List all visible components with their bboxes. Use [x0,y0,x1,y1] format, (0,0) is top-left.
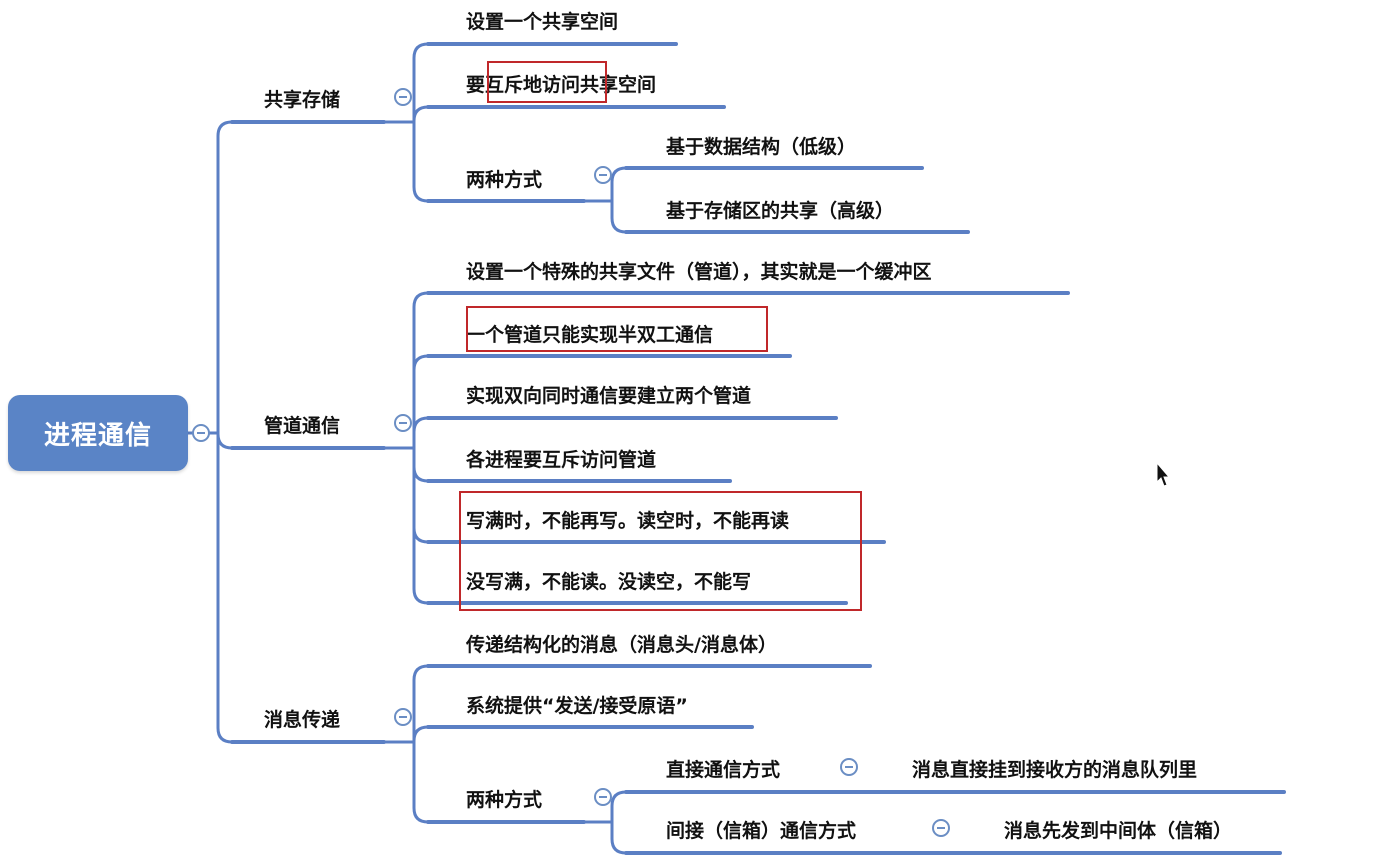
connector-line [412,42,430,124]
leaf-node[interactable]: 基于存储区的共享（高级） [666,200,895,222]
branch-message[interactable]: 消息传递 [264,709,341,731]
leaf-node[interactable]: 消息先发到中间体（信箱） [1004,820,1233,842]
branch-shared-storage[interactable]: 共享存储 [264,89,341,111]
leaf-node[interactable]: 没写满，不能读。没读空，不能写 [466,571,752,593]
leaf-node[interactable]: 设置一个共享空间 [466,11,619,33]
leaf-node[interactable]: 消息直接挂到接收方的消息队列里 [912,759,1198,781]
connector-line [412,416,430,450]
collapse-toggle-icon[interactable] [932,819,950,837]
highlight-box [487,61,607,103]
collapse-toggle-icon[interactable] [394,88,412,106]
collapse-toggle-icon[interactable] [192,424,210,442]
sub-branch-methods[interactable]: 两种方式 [466,169,543,191]
connector-line [610,199,628,234]
branch-pipe[interactable]: 管道通信 [264,415,341,437]
root-node[interactable]: 进程通信 [8,395,188,471]
leaf-node[interactable]: 实现双向同时通信要建立两个管道 [466,385,752,407]
leaf-node[interactable]: 设置一个特殊的共享文件（管道），其实就是一个缓冲区 [466,261,932,283]
connector-line [216,431,234,450]
leaf-node[interactable]: 传递结构化的消息（消息头/消息体） [466,634,777,656]
connector-line [610,820,628,855]
highlight-box [459,491,862,611]
collapse-toggle-icon[interactable] [594,166,612,184]
connector-line [216,120,234,435]
sub-branch-direct[interactable]: 直接通信方式 [666,759,781,781]
collapse-toggle-icon[interactable] [394,414,412,432]
connector-line [412,740,430,824]
connector-line [412,120,430,203]
leaf-node[interactable]: 写满时，不能再写。读空时，不能再读 [466,510,790,532]
sub-branch-indirect[interactable]: 间接（信箱）通信方式 [666,820,857,842]
connector-line [412,725,430,744]
collapse-toggle-icon[interactable] [394,708,412,726]
highlight-box [466,306,768,352]
connector-line [610,166,628,203]
connector-line [412,291,430,450]
collapse-toggle-icon[interactable] [840,758,858,776]
sub-branch-methods[interactable]: 两种方式 [466,789,543,811]
leaf-node[interactable]: 一个管道只能实现半双工通信 [466,324,714,346]
collapse-toggle-icon[interactable] [594,788,612,806]
connector-line [412,664,430,744]
connector-line [610,790,628,824]
leaf-node[interactable]: 系统提供“发送/接受原语” [466,695,688,717]
mouse-pointer-icon [1156,462,1170,487]
connector-line [412,354,430,450]
connector-line [412,446,430,483]
connector-line [412,446,430,544]
connector-line [216,431,234,744]
connector-line [412,105,430,124]
connector-line [412,446,430,605]
leaf-node[interactable]: 基于数据结构（低级） [666,136,857,158]
leaf-node[interactable]: 要互斥地访问共享空间 [466,74,657,96]
leaf-node[interactable]: 各进程要互斥访问管道 [466,449,657,471]
